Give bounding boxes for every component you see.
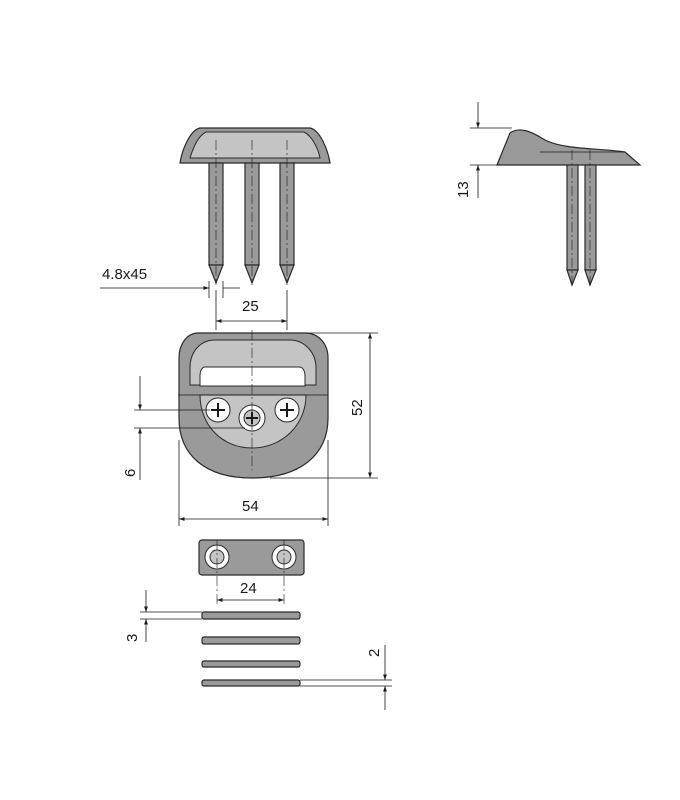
dim-shim-thick: 2 [300, 645, 392, 710]
front-view-pins [179, 127, 331, 285]
shim-thick-label: 2 [366, 649, 383, 657]
dim-plate-thick: 3 [124, 590, 202, 642]
dim-pin-spacing: 25 [215, 290, 288, 330]
pin-size-label: 4.8x45 [102, 266, 147, 283]
body-height-label: 52 [349, 399, 366, 416]
plate-thick-label: 3 [124, 634, 141, 642]
pin-spacing-label: 25 [242, 298, 259, 315]
body-width-label: 54 [242, 498, 259, 515]
dim-height-side: 13 [455, 102, 512, 198]
dim-body-height: 52 [270, 332, 378, 479]
dim-plate-spacing: 24 [217, 580, 284, 602]
dim-offset: 6 [122, 376, 245, 480]
top-view-body [178, 330, 329, 479]
side-view [496, 129, 642, 287]
offset-label: 6 [122, 469, 139, 477]
plate-spacing-label: 24 [240, 580, 257, 597]
dim-pin-size: 4.8x45 [100, 266, 240, 298]
height-side-label: 13 [455, 181, 472, 198]
shims [201, 611, 301, 687]
mounting-plate [198, 539, 305, 605]
dim-body-width: 54 [178, 440, 329, 526]
